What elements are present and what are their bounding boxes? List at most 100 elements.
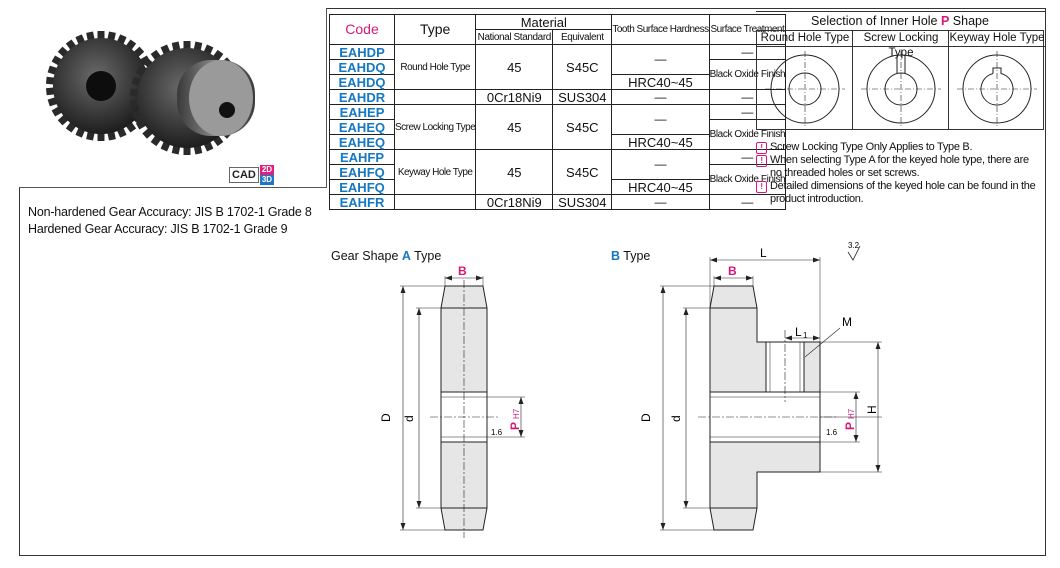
- warning-item: !Screw Locking Type Only Applies to Type…: [756, 141, 1041, 154]
- dim-d-outer-label: D: [639, 413, 653, 422]
- dim-p-label: P: [843, 422, 857, 430]
- col-surface: Surface Treatment: [708, 14, 787, 45]
- drawing-a-title: Gear Shape A Type: [331, 249, 442, 263]
- drawing-a-section: B D d P H7 1.6: [379, 264, 525, 538]
- warning-item: !Detailed dimensions of the keyed hole c…: [756, 180, 1041, 206]
- code-cell[interactable]: EAHFQ: [329, 179, 395, 195]
- dim-b-label: B: [458, 264, 467, 278]
- dim-d-pitch-label: d: [669, 415, 683, 422]
- dim-l1-sub-label: 1: [803, 331, 808, 340]
- code-cell[interactable]: EAHEQ: [329, 119, 395, 135]
- code-cell[interactable]: EAHFQ: [329, 164, 395, 180]
- accuracy-note-non-hardened: Non-hardened Gear Accuracy: JIS B 1702-1…: [28, 205, 312, 219]
- selection-col-round: Round Hole Type: [757, 31, 853, 47]
- roughness-3-2-label: 3.2: [848, 241, 860, 250]
- code-cell[interactable]: EAHEP: [329, 104, 395, 120]
- roughness-label: 1.6: [491, 428, 503, 437]
- equivalent-cell: S45C: [552, 104, 613, 150]
- type-cell: Screw Locking Type: [393, 104, 477, 150]
- hardness-cell: —: [611, 44, 710, 75]
- selection-col-screw: Screw Locking Type: [853, 31, 949, 59]
- hardness-cell: —: [611, 194, 710, 210]
- product-photo: CAD 2D 3D: [19, 8, 327, 188]
- material-cell: 0Cr18Ni9: [475, 194, 554, 210]
- screw-locking-shape-icon: [861, 51, 941, 127]
- code-cell[interactable]: EAHDP: [329, 44, 395, 60]
- accuracy-note-hardened: Hardened Gear Accuracy: JIS B 1702-1 Gra…: [28, 222, 288, 236]
- material-cell: 0Cr18Ni9: [475, 89, 554, 105]
- hardness-cell: —: [611, 149, 710, 180]
- code-cell[interactable]: EAHFR: [329, 194, 395, 210]
- cad-label: CAD: [229, 167, 259, 183]
- warning-icon: !: [756, 181, 767, 193]
- dim-d-pitch-label: d: [402, 415, 416, 422]
- surface-cell: Black Oxide Finish: [708, 164, 787, 195]
- roughness-symbol-icon: [847, 245, 861, 261]
- accuracy-notes: Non-hardened Gear Accuracy: JIS B 1702-1…: [28, 204, 312, 238]
- col-material: Material: [475, 14, 613, 30]
- material-cell: 45: [475, 44, 554, 90]
- hardness-cell: HRC40~45: [611, 179, 710, 195]
- selection-panel: Round Hole Type Screw Locking Type Keywa…: [756, 30, 1045, 130]
- roughness-label: 1.6: [826, 428, 838, 437]
- type-cell: Keyway Hole Type: [393, 149, 477, 195]
- col-type: Type: [393, 14, 477, 45]
- keyway-shape-icon: [957, 51, 1037, 127]
- code-cell[interactable]: EAHDR: [329, 89, 395, 105]
- gear-right: [137, 48, 255, 148]
- equivalent-cell: SUS304: [552, 89, 613, 105]
- surface-cell: —: [708, 44, 787, 60]
- cad-2d-label: 2D: [259, 165, 275, 175]
- dim-h7-label: H7: [512, 408, 521, 419]
- page-frame: [19, 8, 1046, 556]
- selection-top-rule: [756, 11, 1046, 12]
- col-national-standard: National Standard: [475, 29, 554, 45]
- equivalent-cell: S45C: [552, 149, 613, 195]
- type-cell: Round Hole Type: [393, 44, 477, 90]
- hardness-cell: —: [611, 89, 710, 105]
- code-cell[interactable]: EAHDQ: [329, 74, 395, 90]
- type-cell: [393, 89, 477, 105]
- code-cell[interactable]: EAHDQ: [329, 59, 395, 75]
- material-cell: 45: [475, 149, 554, 195]
- cad-3d-label: 3D: [259, 175, 275, 185]
- dim-l-label: L: [760, 246, 767, 260]
- gear-tooth: [183, 145, 191, 155]
- dim-b-label: B: [728, 264, 737, 278]
- round-hole-shape-icon: [765, 51, 845, 127]
- warning-item: !When selecting Type A for the keyed hol…: [756, 154, 1041, 180]
- hardness-cell: HRC40~45: [611, 134, 710, 150]
- gear-tooth: [97, 131, 105, 141]
- dim-h-label: H: [865, 405, 879, 414]
- dim-l1-label: L: [795, 325, 802, 339]
- surface-cell: —: [708, 194, 787, 210]
- selection-col-keyway: Keyway Hole Type: [949, 31, 1045, 47]
- col-equivalent: Equivalent: [552, 29, 613, 45]
- gear-tooth: [97, 31, 105, 41]
- dim-m-label: M: [842, 315, 852, 329]
- code-cell[interactable]: EAHFP: [329, 149, 395, 165]
- warning-icon: !: [756, 155, 767, 167]
- cad-badge[interactable]: CAD 2D 3D: [229, 165, 275, 185]
- gear-left: [53, 38, 149, 134]
- selection-title: Selection of Inner Hole P Shape: [811, 14, 989, 28]
- drawing-b-section: L B L 1 M D d P H7 H 1.6 3.2: [639, 241, 882, 531]
- col-hardness: Tooth Surface Hardness: [611, 14, 710, 45]
- spec-table: Code Type Material Tooth Surface Hardnes…: [329, 14, 787, 210]
- type-cell: [393, 194, 477, 210]
- hardness-cell: HRC40~45: [611, 74, 710, 90]
- dim-p-label: P: [508, 422, 522, 430]
- col-code: Code: [329, 14, 395, 45]
- warning-notes: !Screw Locking Type Only Applies to Type…: [756, 141, 1041, 206]
- equivalent-cell: SUS304: [552, 194, 613, 210]
- hardness-cell: —: [611, 104, 710, 135]
- gear-photo-illustration: [45, 31, 255, 155]
- gear-tooth: [183, 41, 191, 51]
- hole-shapes: [765, 51, 1037, 127]
- surface-cell: Black Oxide Finish: [708, 119, 787, 150]
- code-cell[interactable]: EAHEQ: [329, 134, 395, 150]
- warning-icon: !: [756, 142, 767, 154]
- material-cell: 45: [475, 104, 554, 150]
- drawing-b-title: B Type: [611, 249, 651, 263]
- dim-h7-label: H7: [847, 408, 856, 419]
